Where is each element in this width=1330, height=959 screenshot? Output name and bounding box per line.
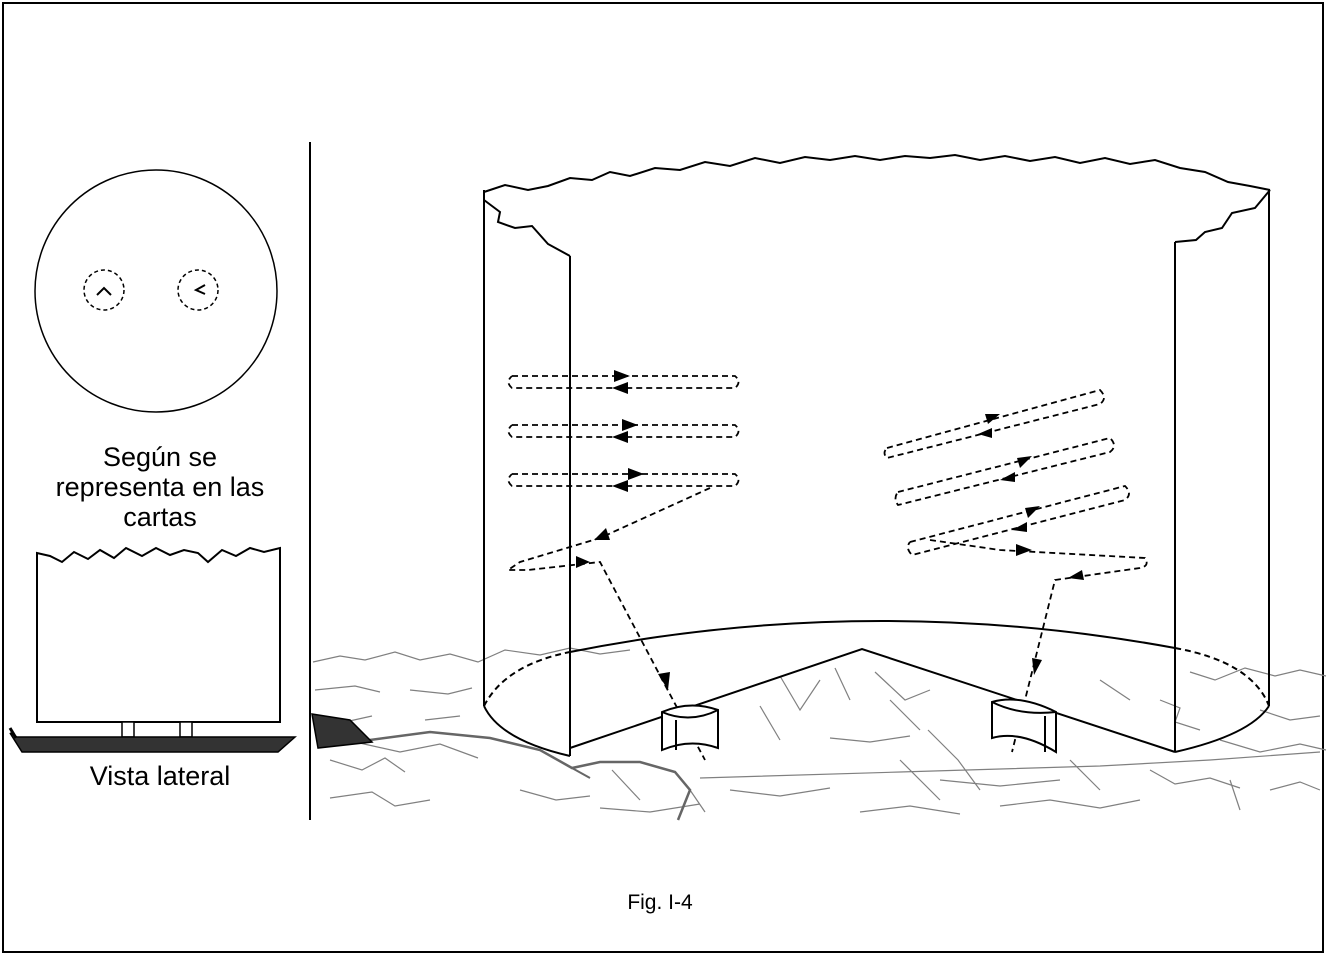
volume-top-edge (483, 153, 1271, 193)
volume-front-base (483, 705, 571, 757)
volume-back-base (569, 619, 1176, 653)
coast-line-branch (571, 767, 591, 779)
coast-line (369, 730, 692, 821)
terrain-layer (312, 647, 1327, 815)
seafloor-ridge (569, 647, 1176, 753)
vessel-shape (311, 713, 374, 749)
plan-area-circle (34, 169, 278, 413)
figure-caption: Fig. I-4 (627, 891, 693, 914)
plan-target-left (83, 269, 125, 311)
volume-inner-edge (483, 199, 571, 257)
plan-target-right (177, 269, 219, 311)
search-track-right (883, 388, 1148, 753)
side-view-caption: Vista lateral (89, 761, 231, 791)
search-volume (483, 153, 1271, 757)
sensor-leg-left (121, 721, 135, 738)
transducer-left (661, 704, 719, 752)
plan-view (34, 169, 278, 413)
plan-view-caption: Según se representa en las cartas (55, 442, 265, 532)
side-view (8, 546, 297, 753)
side-view-volume (36, 546, 281, 723)
vessel-hull (9, 732, 297, 753)
track-arrowheads (576, 370, 1084, 690)
sensor-leg-right (179, 721, 193, 738)
transducer-right (991, 698, 1057, 754)
